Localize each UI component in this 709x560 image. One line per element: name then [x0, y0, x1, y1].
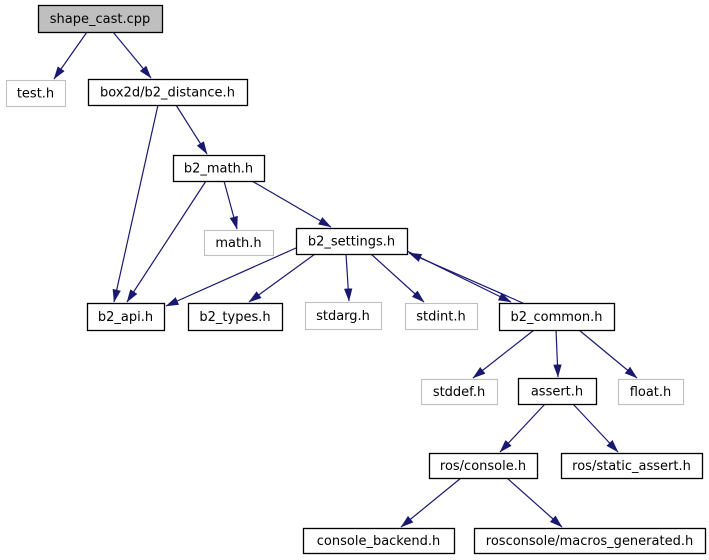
node-label-shape-cast-cpp: shape_cast.cpp [50, 12, 151, 27]
edge-b2-common-h-to-stddef-h [472, 329, 535, 379]
node-stddef-h: stddef.h [420, 378, 499, 406]
node-ros-console-h[interactable]: ros/console.h [428, 452, 539, 480]
node-label-ros-static-assert-h: ros/static_assert.h [572, 459, 691, 474]
node-label-b2-distance-h: box2d/b2_distance.h [100, 86, 235, 101]
edge-b2-distance-h-to-b2-math-h [175, 104, 208, 155]
node-b2-api-h[interactable]: b2_api.h [86, 302, 166, 332]
node-box-b2-common-h[interactable] [498, 302, 616, 332]
node-label-float-h: float.h [630, 385, 672, 400]
node-box-ros-static-assert-h[interactable] [560, 452, 704, 480]
edge-ros-console-h-to-console-backend-h [400, 477, 462, 528]
edge-b2-common-h-to-b2-settings-h [408, 252, 526, 305]
node-b2-distance-h[interactable]: box2d/b2_distance.h [87, 78, 249, 107]
node-box-b2-api-h[interactable] [86, 302, 166, 332]
node-b2-settings-h[interactable]: b2_settings.h [295, 227, 409, 256]
node-label-test-h: test.h [17, 87, 54, 102]
node-label-stdarg-h: stdarg.h [316, 309, 370, 324]
node-math-h: math.h [203, 229, 275, 257]
node-box-math-h [203, 229, 275, 257]
edge-ros-console-h-to-rosconsole-macros-generated-h [506, 477, 563, 528]
node-b2-common-h[interactable]: b2_common.h [498, 302, 616, 332]
node-rosconsole-macros-generated-h[interactable]: rosconsole/macros_generated.h [473, 527, 707, 555]
node-float-h: float.h [617, 378, 685, 406]
node-box-stdint-h [404, 302, 479, 331]
edge-b2-math-h-to-b2-settings-h [251, 180, 332, 228]
node-box-ros-console-h[interactable] [428, 452, 539, 480]
node-label-ros-console-h: ros/console.h [440, 459, 526, 474]
edge-b2-distance-h-to-b2-api-h [112, 104, 159, 303]
node-label-b2-types-h: b2_types.h [199, 310, 270, 325]
node-box-console-backend-h[interactable] [302, 527, 456, 555]
edge-b2-math-h-to-math-h [223, 180, 238, 230]
edge-shape-cast-cpp-to-test-h [53, 31, 88, 80]
node-label-b2-settings-h: b2_settings.h [308, 235, 395, 250]
node-box-assert-h[interactable] [517, 377, 598, 406]
node-box-rosconsole-macros-generated-h[interactable] [473, 527, 707, 555]
node-label-b2-api-h: b2_api.h [98, 310, 153, 325]
edge-assert-h-to-ros-console-h [499, 403, 546, 453]
edge-b2-common-h-to-assert-h [553, 329, 562, 378]
edge-b2-math-h-to-b2-api-h [126, 180, 207, 303]
node-shape-cast-cpp: shape_cast.cpp [37, 4, 164, 34]
edge-b2-common-h-to-float-h [578, 329, 638, 379]
node-label-rosconsole-macros-generated-h: rosconsole/macros_generated.h [486, 534, 693, 549]
node-box-b2-distance-h[interactable] [87, 78, 249, 107]
node-ros-static-assert-h[interactable]: ros/static_assert.h [560, 452, 704, 480]
node-box-test-h [5, 79, 67, 108]
edge-shape-cast-cpp-to-b2-distance-h [112, 31, 152, 79]
node-stdint-h: stdint.h [404, 302, 479, 331]
node-box-b2-settings-h[interactable] [295, 227, 409, 256]
edge-b2-settings-h-to-stdint-h [370, 253, 425, 303]
node-b2-types-h[interactable]: b2_types.h [187, 302, 284, 332]
edge-b2-settings-h-to-b2-api-h [165, 247, 297, 307]
node-test-h: test.h [5, 79, 67, 108]
node-assert-h[interactable]: assert.h [517, 377, 598, 406]
node-label-stdint-h: stdint.h [416, 310, 465, 325]
node-b2-math-h[interactable]: b2_math.h [172, 154, 266, 183]
edge-assert-h-to-ros-static-assert-h [572, 403, 619, 453]
node-label-assert-h: assert.h [531, 385, 583, 400]
node-label-b2-common-h: b2_common.h [510, 310, 602, 325]
node-box-shape-cast-cpp [37, 4, 164, 34]
node-box-stddef-h [420, 378, 499, 406]
node-box-b2-types-h[interactable] [187, 302, 284, 332]
edge-b2-settings-h-to-b2-types-h [248, 253, 316, 303]
node-stdarg-h: stdarg.h [304, 301, 383, 331]
node-box-float-h [617, 378, 685, 406]
node-label-math-h: math.h [215, 236, 261, 251]
node-label-console-backend-h: console_backend.h [317, 534, 440, 549]
edge-b2-settings-h-to-stdarg-h [344, 253, 353, 302]
node-box-stdarg-h [304, 301, 383, 331]
node-box-b2-math-h[interactable] [172, 154, 266, 183]
node-label-stddef-h: stddef.h [433, 385, 485, 400]
node-label-b2-math-h: b2_math.h [184, 162, 253, 177]
node-console-backend-h[interactable]: console_backend.h [302, 527, 456, 555]
